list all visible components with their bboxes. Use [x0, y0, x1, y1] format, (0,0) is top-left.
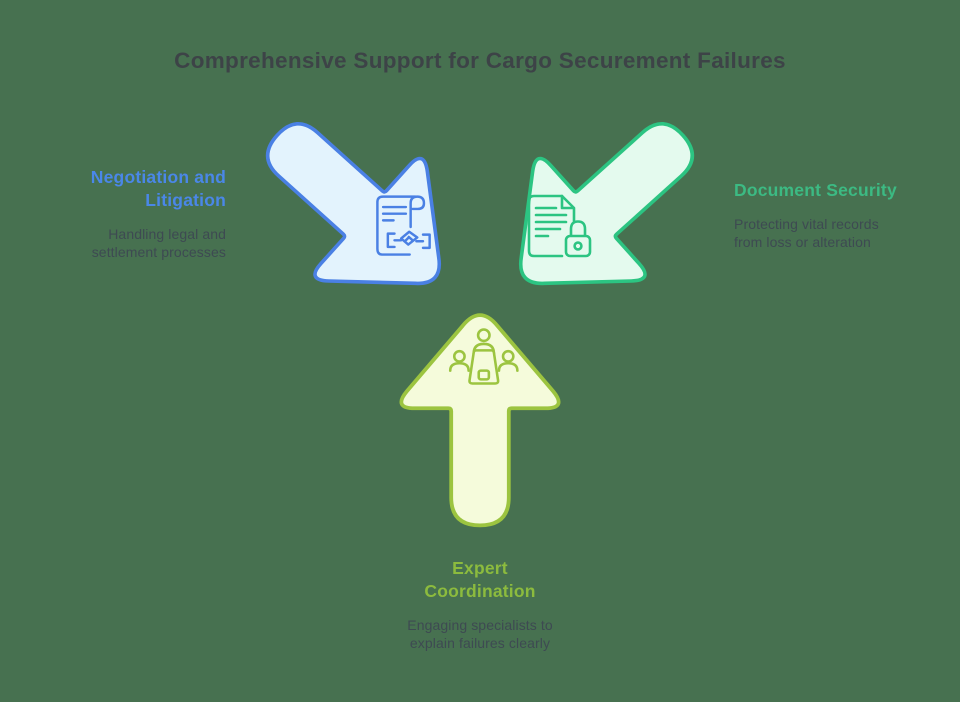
item-heading: Expert Coordination	[315, 557, 645, 603]
contract-handshake-icon	[376, 195, 431, 256]
item-document-security: Document Security Protecting vital recor…	[734, 179, 960, 251]
item-heading: Negotiation and Litigation	[0, 166, 226, 212]
description-line: Protecting vital records	[734, 216, 879, 232]
heading-line: Negotiation and	[90, 167, 226, 187]
description-line: Engaging specialists to	[407, 617, 553, 633]
heading-line: Expert	[452, 558, 508, 578]
item-heading: Document Security	[734, 179, 960, 202]
item-description: Handling legal and settlement processes	[0, 226, 226, 261]
expert-coordination-arrow	[401, 315, 558, 525]
description-line: Handling legal and	[108, 226, 226, 242]
meeting-icon	[448, 328, 519, 385]
item-negotiation-litigation: Negotiation and Litigation Handling lega…	[0, 166, 226, 261]
item-description: Engaging specialists to explain failures…	[315, 617, 645, 652]
page-title: Comprehensive Support for Cargo Secureme…	[174, 48, 786, 73]
description-line: settlement processes	[91, 243, 226, 260]
document-security-arrow	[472, 76, 736, 336]
heading-line: Litigation	[145, 190, 226, 210]
item-expert-coordination: Expert Coordination Engaging specialists…	[315, 557, 645, 652]
document-lock-icon	[527, 194, 592, 258]
heading-line: Coordination	[424, 581, 536, 601]
negotiation-arrow	[224, 76, 488, 336]
heading-line: Document Security	[734, 180, 897, 200]
item-description: Protecting vital records from loss or al…	[734, 216, 960, 251]
description-line: from loss or alteration	[734, 233, 871, 250]
description-line: explain failures clearly	[409, 634, 551, 651]
